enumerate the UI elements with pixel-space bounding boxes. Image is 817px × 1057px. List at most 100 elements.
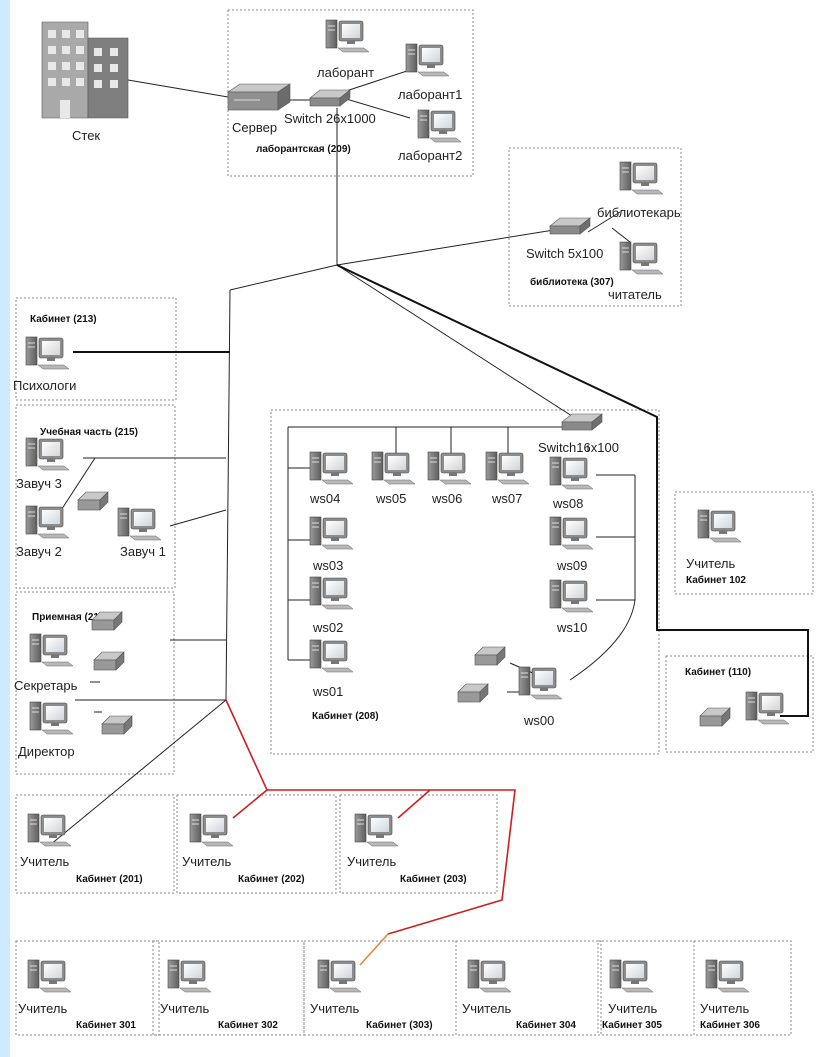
room-label: Кабинет (202) <box>238 873 305 885</box>
secretary-label: Секретарь <box>14 678 78 693</box>
cab215-title: Учебная часть (215) <box>40 426 138 438</box>
cab102-box <box>674 491 814 595</box>
teacher-label: Учитель <box>347 854 396 869</box>
teacher-pc-icon <box>189 813 234 847</box>
room-label: Кабинет 302 <box>218 1019 278 1031</box>
cab208-switch-icon <box>561 413 603 431</box>
zavuch-label: Завуч 1 <box>120 544 166 559</box>
cab202-box <box>176 794 337 894</box>
teacher-label: Учитель <box>160 1001 209 1016</box>
ws-label: ws00 <box>523 713 554 728</box>
teacher-label: Учитель <box>310 1001 359 1016</box>
cab110-box <box>665 655 814 753</box>
ws-pc-icon <box>309 516 354 550</box>
teacher-pc-icon <box>697 509 742 543</box>
zavuch-label: Завуч 2 <box>16 544 62 559</box>
cab301-box <box>15 940 160 1036</box>
room-label: Кабинет 304 <box>516 1019 576 1031</box>
cab304-box <box>455 940 602 1036</box>
teacher-label: Учитель <box>20 854 69 869</box>
lab-room-label: лаборантская (209) <box>256 143 351 155</box>
lab-switch-label: Switch 26x1000 <box>284 111 376 126</box>
lab-pc-icon <box>417 109 462 143</box>
ws-pc-icon <box>549 456 594 490</box>
diagram-sheet: Стек Сервер Switch 26x1000 лаборантская … <box>10 0 817 1057</box>
teacher-label: Учитель <box>700 1001 749 1016</box>
lab-pc-label: лаборант1 <box>398 87 462 102</box>
printer-icon <box>699 707 731 727</box>
ws-label: ws04 <box>309 491 340 506</box>
library-room-box <box>508 147 682 307</box>
room-label: Кабинет (303) <box>366 1019 433 1031</box>
library-pc-label: библиотекарь <box>597 205 681 220</box>
lab-pc-icon <box>325 19 370 53</box>
teacher-pc-icon <box>745 691 790 725</box>
ws-label: ws02 <box>312 620 343 635</box>
ws-label: ws05 <box>375 491 406 506</box>
library-switch-icon <box>549 217 591 235</box>
secretary-pc-icon <box>29 633 74 667</box>
printer-icon <box>101 715 133 735</box>
room-label: Кабинет 301 <box>76 1019 136 1031</box>
ws-pc-icon <box>309 639 354 673</box>
teacher-label: Учитель <box>182 854 231 869</box>
cab306-box <box>693 940 792 1036</box>
room-label: Кабинет 306 <box>700 1019 760 1031</box>
ws-pc-icon <box>309 576 354 610</box>
lab-room-box <box>227 9 474 177</box>
library-switch-label: Switch 5x100 <box>526 246 603 261</box>
library-pc-icon <box>619 241 664 275</box>
building-icon <box>41 21 129 119</box>
ws-pc-icon <box>485 451 530 485</box>
director-label: Директор <box>18 744 75 759</box>
teacher-pc-icon <box>27 813 72 847</box>
zavuch-pc-icon <box>25 437 70 471</box>
ws-label: ws01 <box>312 684 343 699</box>
cab203-box <box>339 794 498 894</box>
teacher-label: Учитель <box>608 1001 657 1016</box>
cab213-title: Кабинет (213) <box>30 313 97 325</box>
teacher-pc-icon <box>609 959 654 993</box>
teacher-pc-icon <box>317 959 362 993</box>
printer-icon <box>457 683 489 703</box>
teacher-pc-icon <box>705 959 750 993</box>
network-diagram: Стек Сервер Switch 26x1000 лаборантская … <box>13 9 814 1036</box>
cab305-box <box>597 940 695 1036</box>
teacher-pc-icon <box>467 959 512 993</box>
lab-switch-icon <box>309 89 351 107</box>
director-pc-icon <box>29 701 74 735</box>
lab-pc-icon <box>405 43 450 77</box>
cab213-box <box>15 297 177 401</box>
ws-label: ws08 <box>552 496 583 511</box>
ws-pc-icon <box>309 451 354 485</box>
library-pc-label: читатель <box>608 287 662 302</box>
room-label: Кабинет (201) <box>76 873 143 885</box>
ws-pc-icon <box>518 666 563 700</box>
server-icon <box>227 83 291 111</box>
orange-link <box>359 933 389 966</box>
ws-label: ws09 <box>556 558 587 573</box>
printer-icon <box>474 646 506 666</box>
cab216-box <box>15 591 175 775</box>
ws-label: ws10 <box>556 620 587 635</box>
ws-pc-icon <box>371 451 416 485</box>
ws-label: ws06 <box>431 491 462 506</box>
cab208-box <box>270 409 660 755</box>
teacher-pc-icon <box>354 813 399 847</box>
teacher-label: Учитель <box>18 1001 67 1016</box>
cab303-box <box>303 940 457 1036</box>
cab216-title: Приемная (216) <box>32 612 108 623</box>
zavuch-pc-icon <box>117 507 162 541</box>
library-pc-icon <box>619 161 664 195</box>
cab208-room-label: Кабинет (208) <box>312 710 379 722</box>
teacher-label: Учитель <box>462 1001 511 1016</box>
server-label: Сервер <box>232 120 277 135</box>
ws-pc-icon <box>549 579 594 613</box>
teacher-label: Учитель <box>686 556 735 571</box>
ws-label: ws07 <box>491 491 522 506</box>
library-room-label: библиотека (307) <box>530 276 614 288</box>
room-label: Кабинет (203) <box>400 873 467 885</box>
network-links <box>49 69 631 846</box>
cab110-title: Кабинет (110) <box>685 666 751 678</box>
teacher-pc-icon <box>27 959 72 993</box>
